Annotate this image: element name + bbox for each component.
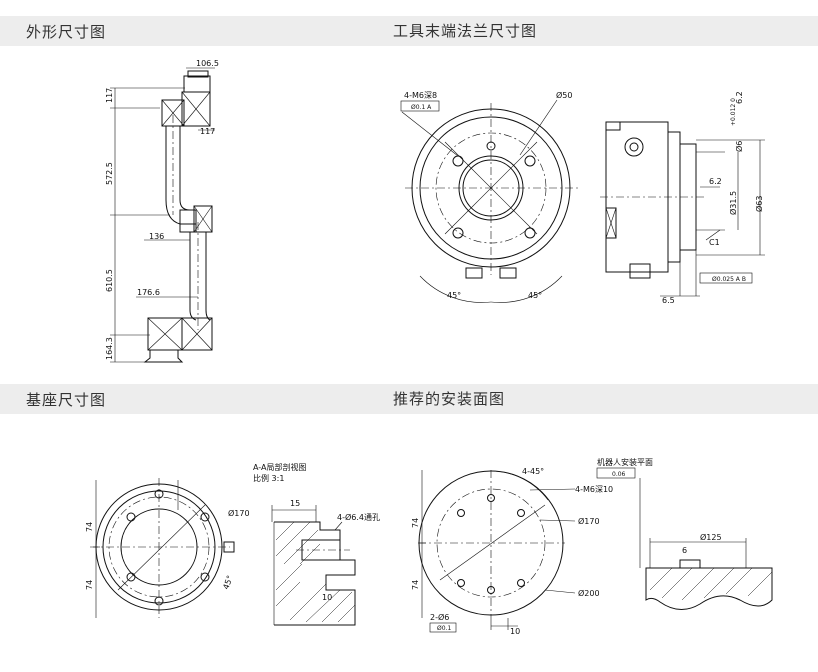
flange-depth-62: 6.2 — [709, 177, 722, 186]
section-title-base: 基座尺寸图 — [26, 390, 107, 409]
outline-dim-6105: 610.5 — [105, 269, 114, 292]
base-angle45: 45° — [221, 574, 234, 590]
install-dim-10: 10 — [510, 627, 520, 636]
outline-drawing: 106.5 117 136 176.6 117 572.5 610.5 164.… — [105, 59, 219, 363]
install-dim-74b: 74 — [411, 580, 420, 590]
flange-drawing: 4-M6深8 Ø0.1 A Ø50 45° 45° 6.2 C1 6.5 Ø0.… — [400, 90, 765, 305]
install-dim-74a: 74 — [411, 518, 420, 528]
flange-dia315: Ø31.5 — [728, 191, 738, 215]
flange-c1-label: C1 — [709, 238, 720, 247]
install-pin-label: 2-Ø6 — [430, 612, 449, 622]
section-header-base: 基座尺寸图 — [0, 384, 818, 414]
flange-dia6-tol: +0.012 0 — [730, 98, 737, 126]
install-pos-label: Ø0.1 — [437, 625, 451, 632]
section-title-install: 推荐的安装面图 — [393, 390, 506, 408]
outline-dim-1065: 106.5 — [196, 59, 219, 68]
base-section-title: A-A局部剖视图 — [253, 462, 306, 472]
section-title-flange: 工具末端法兰尺寸图 — [393, 22, 538, 40]
base-section-scale: 比例 3:1 — [253, 473, 284, 483]
section-title-outline: 外形尺寸图 — [26, 22, 107, 41]
install-dia125: Ø125 — [700, 532, 722, 542]
flange-dim-65: 6.5 — [662, 296, 675, 305]
outline-dim-117a: 117 — [105, 88, 114, 103]
flange-dia50-label: Ø50 — [556, 90, 572, 100]
flange-dia63: Ø63 — [754, 196, 764, 212]
outline-dim-5725: 572.5 — [105, 162, 114, 185]
install-flatness-title: 机器人安装平面 — [597, 457, 653, 467]
install-angle45: 4-45° — [522, 467, 544, 476]
flange-angle-left: 45° — [447, 291, 461, 300]
flange-flatness-label: Ø0.025 A B — [712, 276, 746, 283]
base-dim-74b: 74 — [85, 580, 94, 590]
outline-dim-1643: 164.3 — [105, 337, 114, 360]
base-holes-label: 4-Ø6.4通孔 — [337, 512, 380, 522]
flange-dia6: Ø6 — [734, 141, 744, 152]
flange-tolerance-label: Ø0.1 A — [411, 104, 432, 111]
outline-dim-1766: 176.6 — [137, 288, 160, 297]
install-dim-6: 6 — [682, 546, 687, 555]
install-dia200: Ø200 — [578, 588, 600, 598]
install-flatness-value: 0.06 — [612, 471, 626, 478]
base-drawing: 74 74 Ø170 45° A-A局部剖视图 比例 3:1 15 4-Ø6.4… — [85, 462, 380, 626]
install-dia170: Ø170 — [578, 516, 600, 526]
section-header-outline: 外形尺寸图 — [0, 16, 818, 46]
base-dim-10: 10 — [322, 593, 332, 602]
install-holes-label: 4-M6深10 — [575, 485, 613, 494]
base-dia170: Ø170 — [228, 508, 250, 518]
base-dim-15: 15 — [290, 499, 300, 508]
install-drawing: 74 74 4-45° 4-M6深10 Ø170 Ø200 2-Ø6 Ø0.1 … — [411, 457, 773, 636]
flange-dim-62: 6.2 — [735, 91, 744, 104]
flange-angle-right: 45° — [528, 291, 542, 300]
base-dim-74a: 74 — [85, 522, 94, 532]
flange-holes-label: 4-M6深8 — [404, 91, 437, 100]
outline-dim-117b: 117 — [200, 127, 215, 136]
outline-dim-136: 136 — [149, 232, 164, 241]
